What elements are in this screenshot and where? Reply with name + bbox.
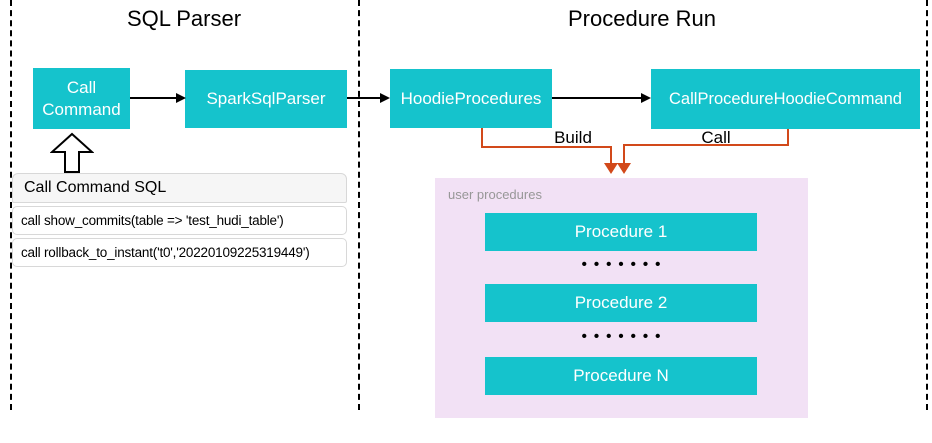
hoodie-procedures-node: HoodieProcedures xyxy=(390,69,552,128)
section-border-right xyxy=(926,0,928,410)
build-edge-label: Build xyxy=(554,128,592,147)
build-arrowhead-icon xyxy=(604,163,618,174)
call-command-node: Call Command xyxy=(33,68,130,129)
call-edge-label: Call xyxy=(701,128,731,147)
section-border-left xyxy=(10,0,12,410)
spark-sql-parser-node: SparkSqlParser xyxy=(185,70,347,128)
sql-example-row: call show_commits(table => 'test_hudi_ta… xyxy=(12,206,347,235)
sql-panel-header: Call Command SQL xyxy=(12,173,347,203)
section-border-divider xyxy=(358,0,360,410)
procedure-n-node: Procedure N xyxy=(485,357,757,395)
sql-example-row: call rollback_to_instant('t0','202201092… xyxy=(12,238,347,267)
user-procedures-panel: user procedures Procedure 1 ••••••• Proc… xyxy=(435,178,808,418)
hollow-up-arrow xyxy=(50,132,94,173)
procedure-2-node: Procedure 2 xyxy=(485,284,757,322)
user-procedures-label: user procedures xyxy=(448,187,542,202)
procedure-1-node: Procedure 1 xyxy=(485,213,757,251)
sql-parser-title: SQL Parser xyxy=(126,6,242,31)
procedure-run-title: Procedure Run xyxy=(568,6,716,31)
call-arrowhead-icon xyxy=(617,163,631,174)
call-procedure-hoodie-command-node: CallProcedureHoodieCommand xyxy=(651,69,920,129)
ellipsis-dots: ••••••• xyxy=(581,256,668,273)
ellipsis-dots: ••••••• xyxy=(581,328,668,345)
